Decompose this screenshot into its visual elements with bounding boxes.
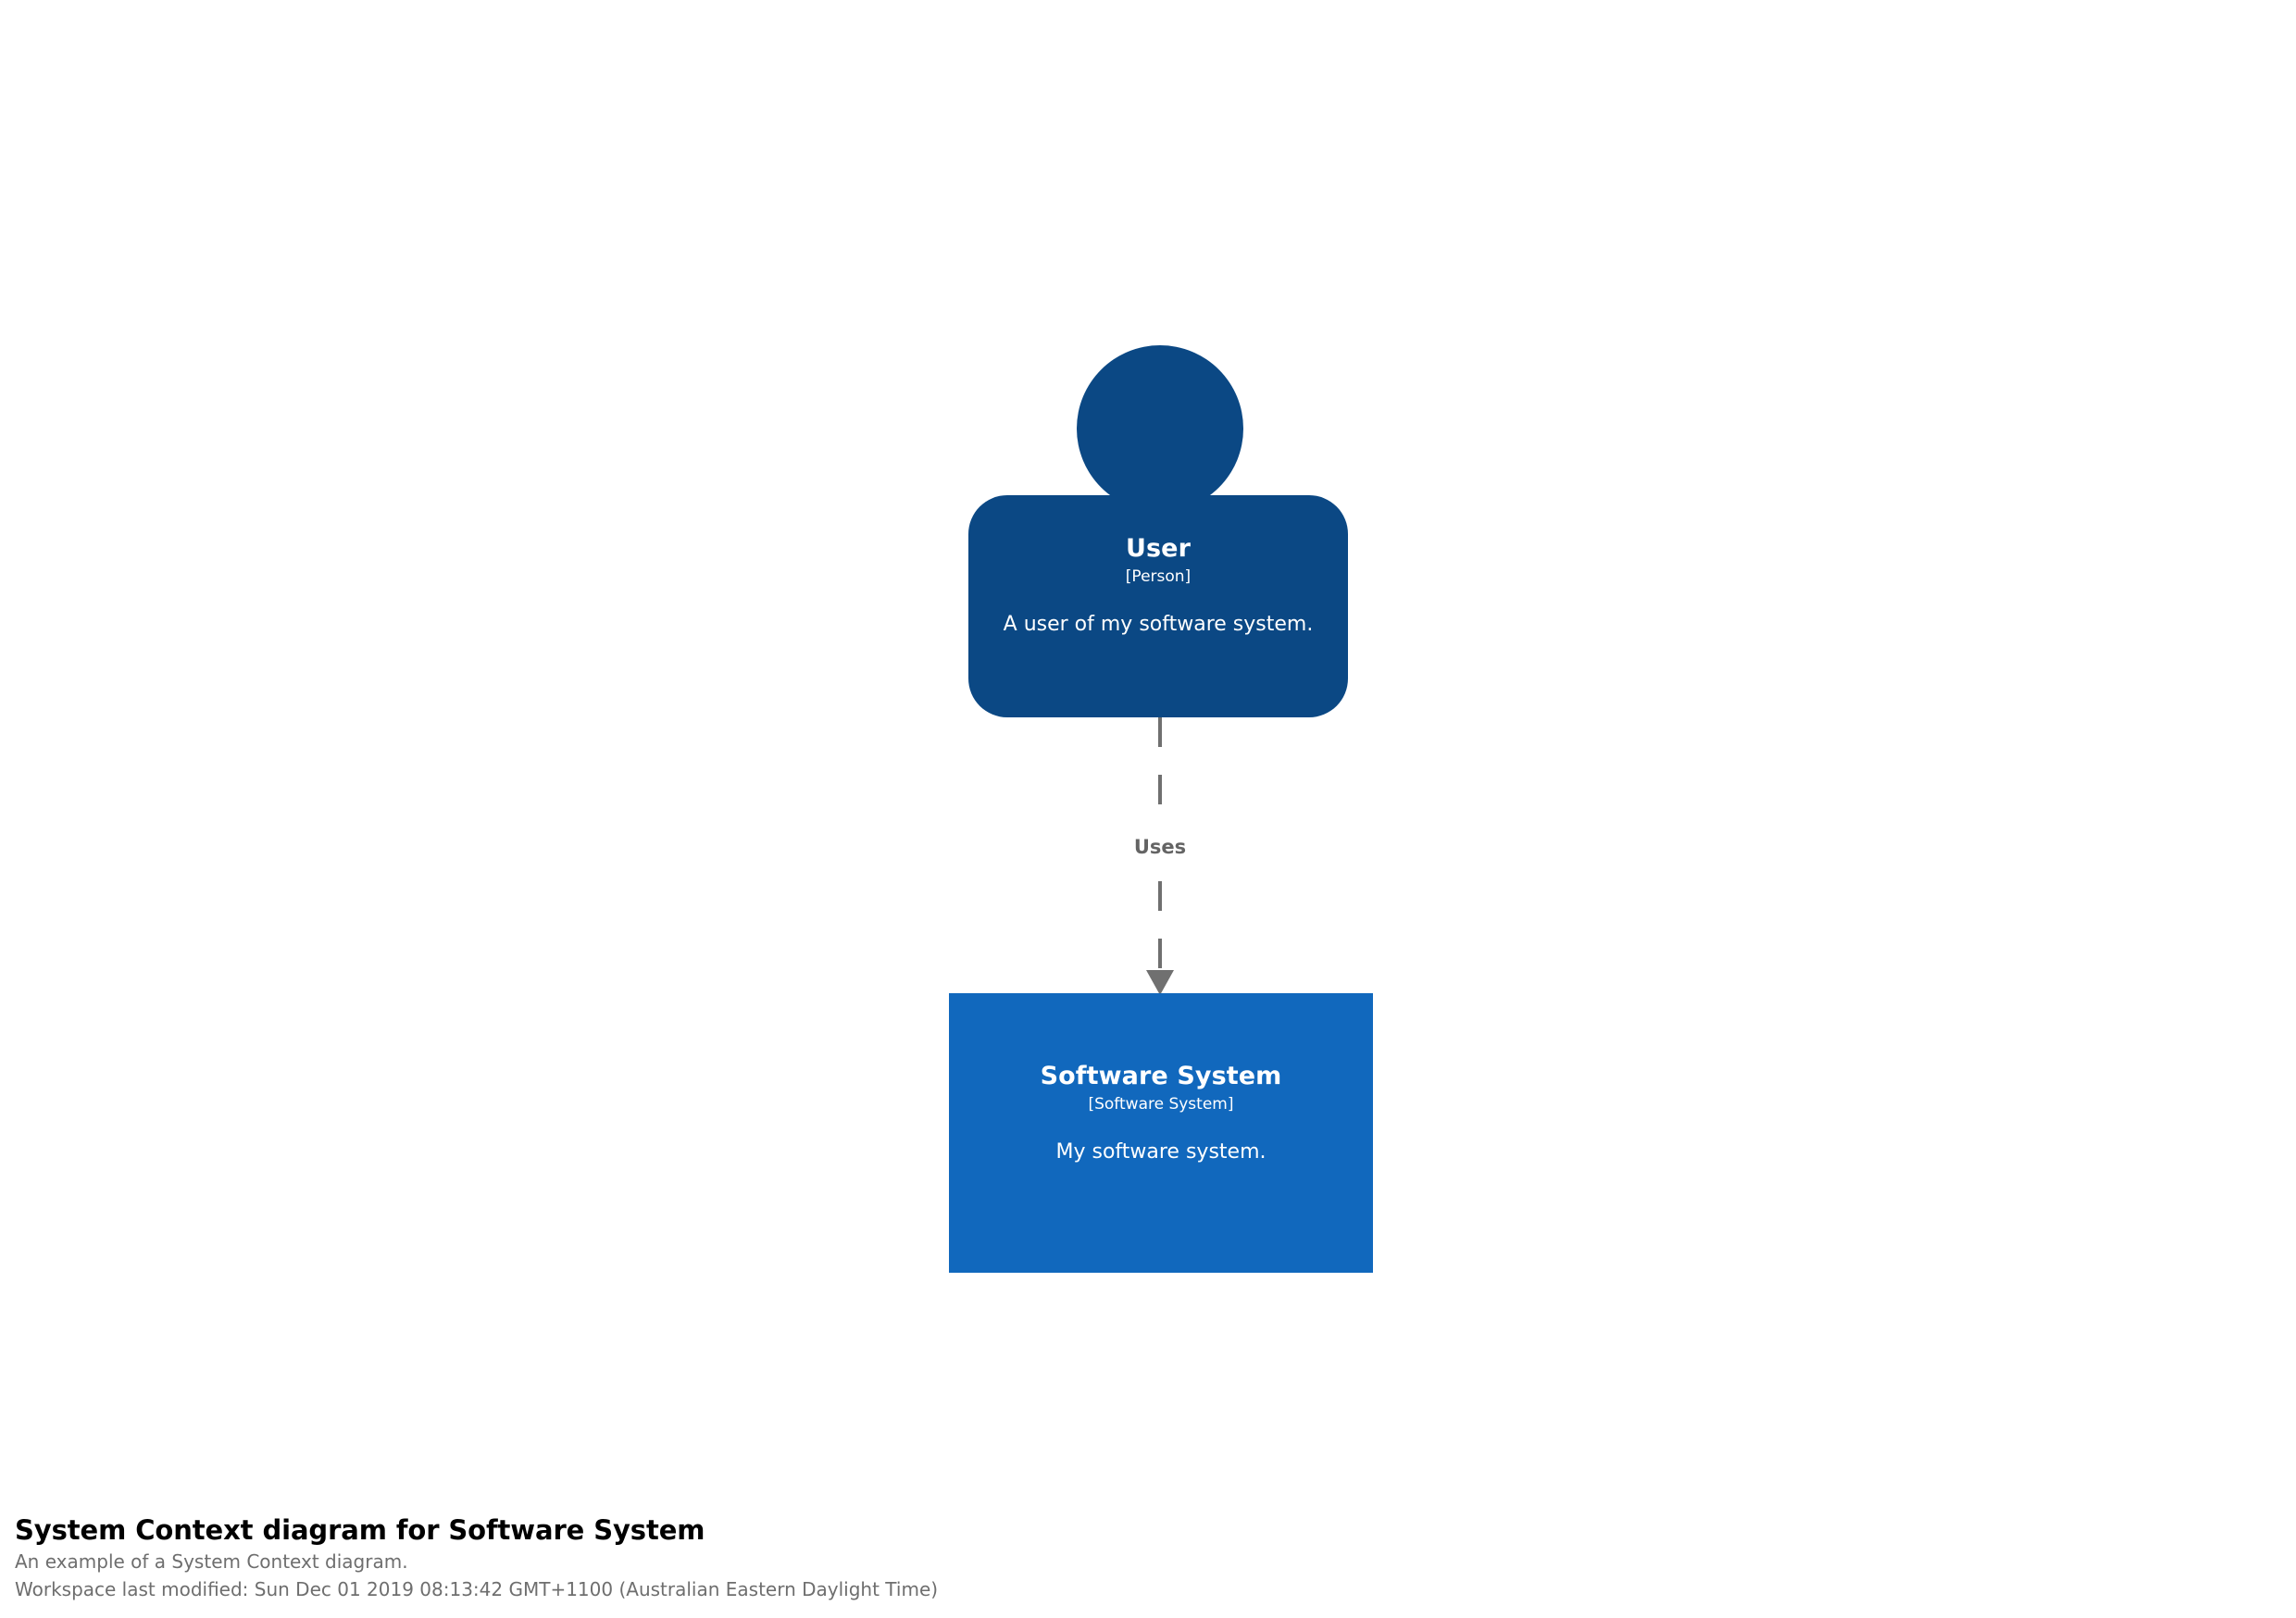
caption-title: System Context diagram for Software Syst…: [15, 1514, 705, 1546]
element-software-system-name: Software System: [1040, 1062, 1282, 1090]
relationship-label-uses: Uses: [1133, 836, 1187, 858]
element-software-system-description: My software system.: [1055, 1140, 1267, 1164]
diagram-area: Uses User [Person] A user of my software…: [949, 345, 1373, 1273]
element-user-type: [Person]: [1125, 566, 1192, 586]
element-software-system-type: [Software System]: [1088, 1094, 1234, 1114]
element-user-name: User: [1125, 534, 1192, 563]
caption-description: An example of a System Context diagram.: [15, 1550, 408, 1574]
element-user-description: A user of my software system.: [1003, 613, 1314, 637]
arrowhead-icon: [1146, 970, 1174, 995]
element-software-system-text: Software System [Software System] My sof…: [949, 993, 1373, 1273]
person-head-icon: [1077, 345, 1243, 512]
person-body-shape: [968, 495, 1348, 717]
diagram-caption: System Context diagram for Software Syst…: [15, 1512, 2237, 1603]
element-software-system[interactable]: Software System [Software System] My sof…: [949, 993, 1373, 1273]
element-user-text: User [Person] A user of my software syst…: [968, 495, 1348, 717]
caption-last-modified: Workspace last modified: Sun Dec 01 2019…: [15, 1578, 939, 1601]
element-user[interactable]: User [Person] A user of my software syst…: [968, 345, 1348, 717]
